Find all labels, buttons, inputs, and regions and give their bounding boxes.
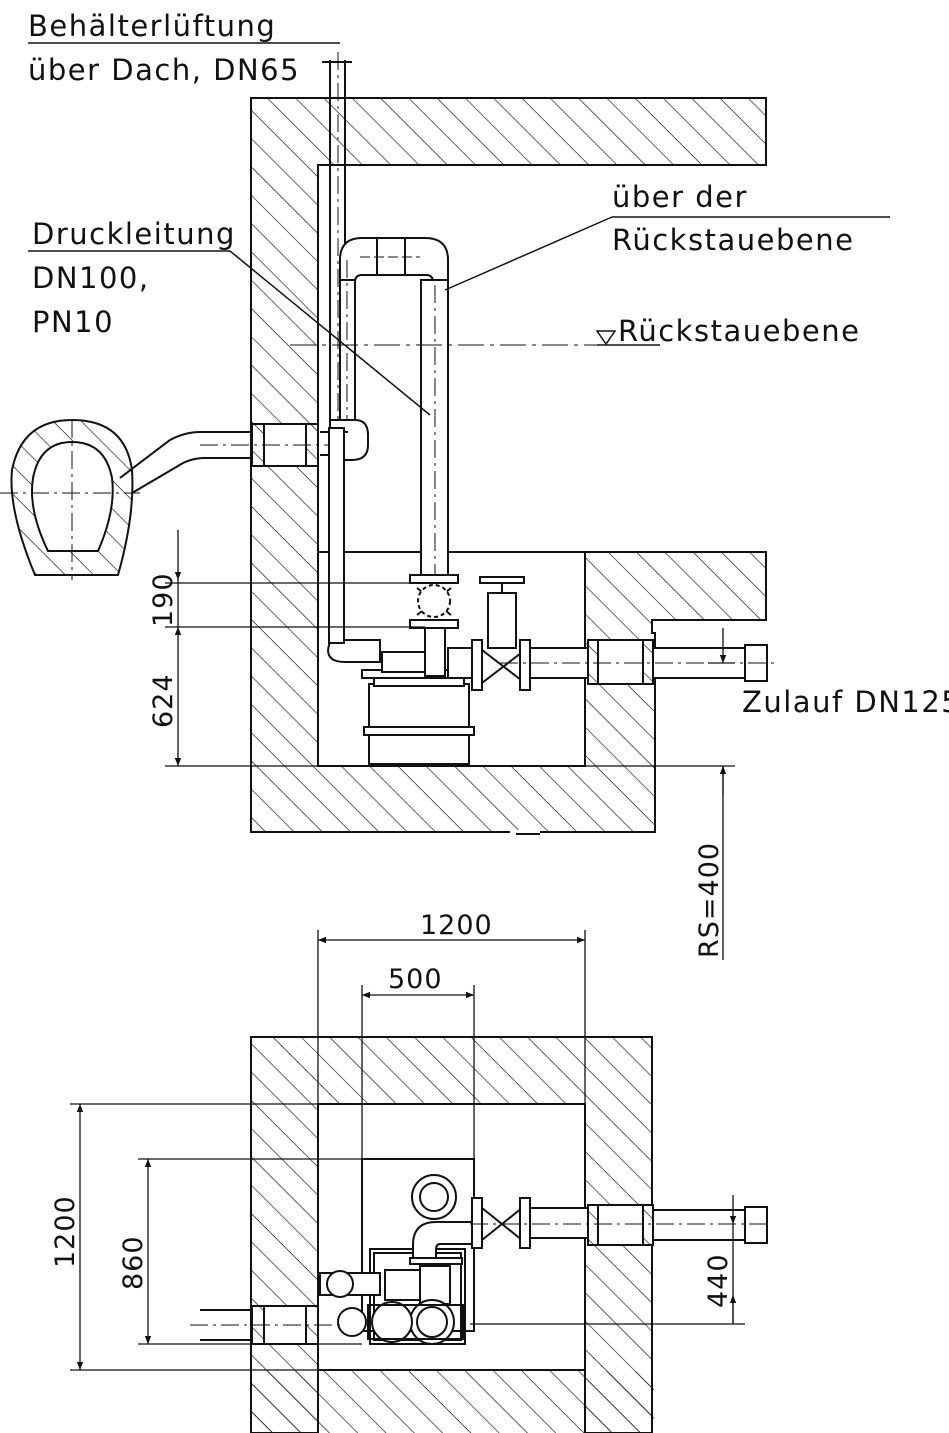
pressure-label-line1: Druckleitung bbox=[32, 217, 236, 251]
inlet-label: Zulauf DN125 bbox=[742, 685, 949, 719]
above-label-line1: über der bbox=[612, 180, 748, 214]
pressure-label-line3: PN10 bbox=[32, 305, 114, 339]
dim-190: 190 bbox=[148, 572, 179, 627]
plan-equipment bbox=[319, 1158, 589, 1345]
dim-1200-left: 1200 bbox=[50, 1195, 81, 1268]
vent-pipe bbox=[322, 52, 352, 440]
lifting-unit bbox=[326, 427, 589, 765]
dim-624: 624 bbox=[148, 673, 179, 728]
pressure-label-line2: DN100, bbox=[32, 261, 150, 295]
vent-label-line2: über Dach, DN65 bbox=[28, 53, 300, 87]
section-view bbox=[0, 42, 890, 960]
leader-lines bbox=[28, 42, 890, 416]
dim-860: 860 bbox=[118, 1235, 149, 1290]
plan-view bbox=[70, 930, 770, 1433]
dim-lines-section bbox=[165, 530, 735, 960]
dim-1200-top: 1200 bbox=[420, 910, 493, 941]
dim-440: 440 bbox=[703, 1253, 734, 1308]
plan-outlet-pipe bbox=[190, 1305, 345, 1345]
dim-rs: RS=400 bbox=[694, 842, 725, 958]
above-label-line2: Rückstauebene bbox=[612, 223, 854, 257]
dim-lines-plan bbox=[70, 930, 745, 1371]
vent-label-line1: Behälterlüftung bbox=[28, 9, 276, 43]
wall-sleeve-left bbox=[200, 423, 330, 467]
plan-inlet-pipe bbox=[470, 1204, 770, 1246]
backflow-level-label: Rückstauebene bbox=[618, 314, 860, 348]
sewer-connection bbox=[0, 418, 252, 580]
dim-500: 500 bbox=[388, 964, 443, 995]
pressure-pipe bbox=[320, 237, 449, 579]
